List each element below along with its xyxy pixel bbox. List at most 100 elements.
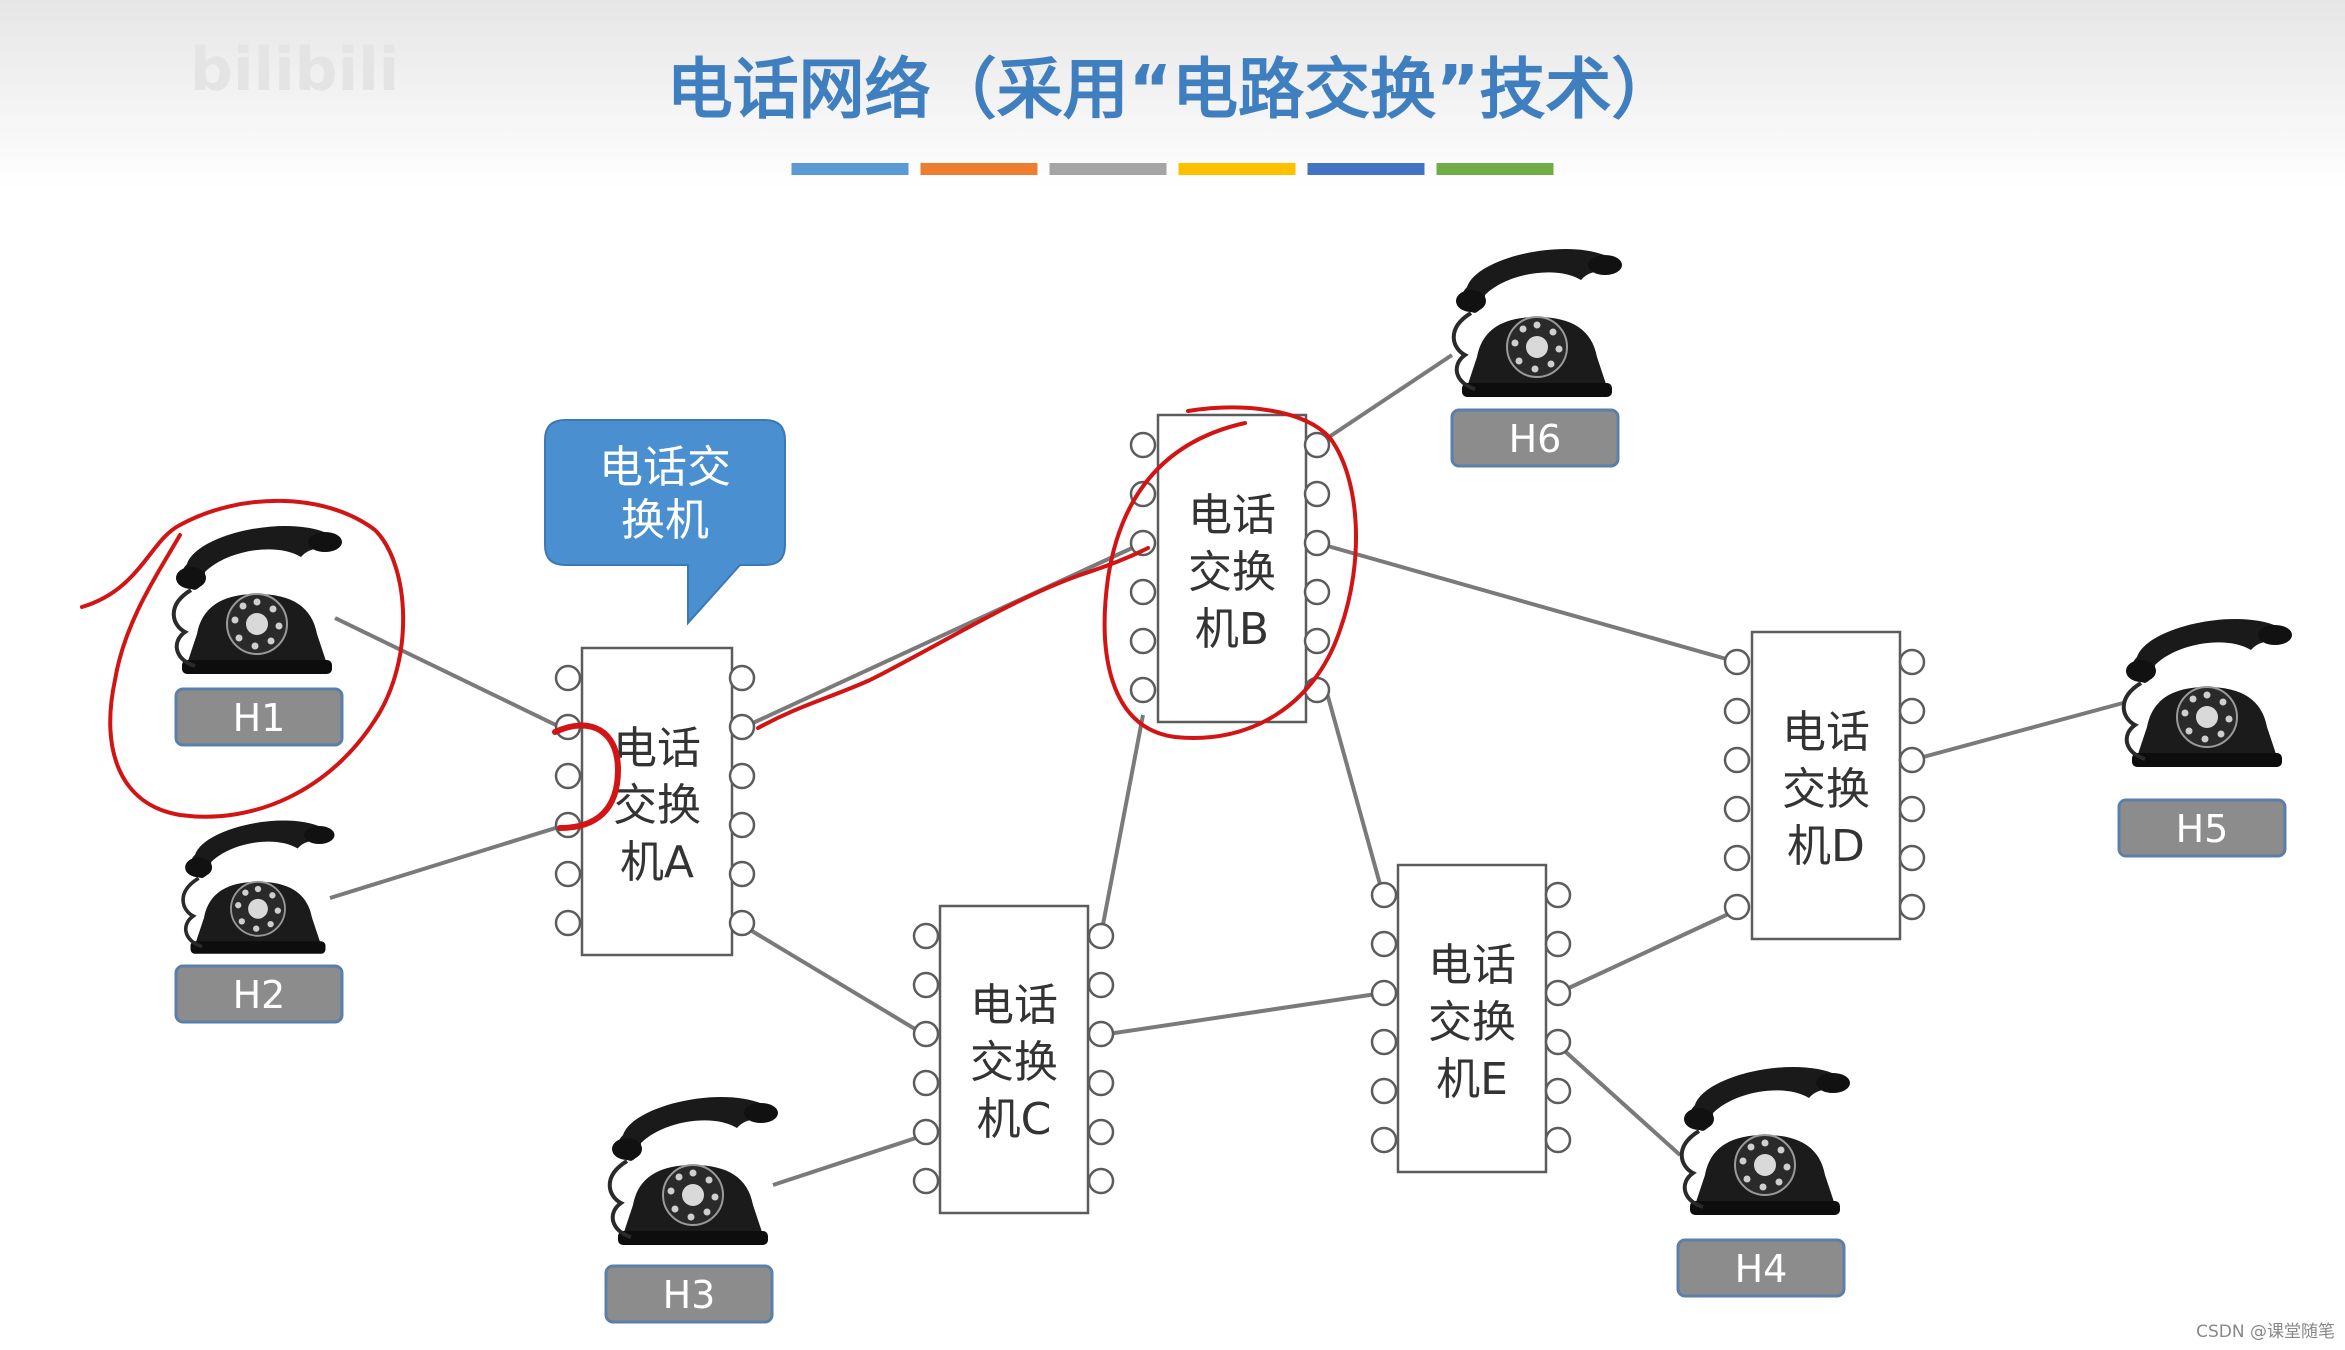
watermark: bilibili — [190, 35, 399, 105]
switch-port — [1303, 578, 1331, 606]
switch-port — [1087, 1020, 1115, 1048]
callout-line-2: 换机 — [621, 495, 709, 546]
link-h3-c — [772, 1133, 926, 1187]
switch-port — [1544, 1077, 1572, 1105]
link-b-h6 — [1315, 353, 1454, 447]
switch-port — [1544, 1126, 1572, 1154]
host-h4: H4 — [1676, 1064, 1852, 1298]
switch-port — [1129, 431, 1157, 459]
title-bar-segment — [791, 163, 909, 175]
callout-switch-definition: 电话交 换机 — [544, 419, 786, 626]
link-b-e — [1325, 692, 1385, 896]
switch-port — [1087, 971, 1115, 999]
telephone-icon — [1679, 1064, 1852, 1217]
host-h1-label-box — [174, 687, 344, 747]
switch-port — [1303, 529, 1331, 557]
switch-port — [554, 762, 582, 790]
switch-port — [1723, 844, 1751, 872]
switch-port — [1898, 648, 1926, 676]
switch-port — [1723, 893, 1751, 921]
title-bar-segment — [1049, 163, 1167, 175]
switch-e-label-3: 机E — [1436, 1054, 1508, 1105]
switch-port — [1303, 480, 1331, 508]
switch-port — [1129, 676, 1157, 704]
switch-d-label-3: 机D — [1787, 821, 1865, 872]
host-h6: H6 — [1450, 246, 1624, 468]
title-bar-segment — [1307, 163, 1425, 175]
switch-port — [1129, 627, 1157, 655]
switch-b-box — [1156, 413, 1308, 724]
host-h2: H2 — [174, 818, 344, 1024]
link-b-d — [1316, 541, 1738, 664]
host-h5-label: H5 — [2176, 807, 2229, 851]
host-h5: H5 — [2117, 616, 2294, 858]
switch-port — [1303, 431, 1331, 459]
switch-port — [912, 1167, 940, 1195]
switch-a-label-2: 交换 — [613, 780, 701, 831]
host-h2-label-box — [174, 964, 344, 1024]
switch-port — [728, 909, 756, 937]
switch-port — [1544, 881, 1572, 909]
switch-port — [1723, 746, 1751, 774]
host-h3: H3 — [604, 1094, 780, 1324]
switch-a-label-3: 机A — [620, 837, 694, 888]
switch-e-label-2: 交换 — [1428, 997, 1516, 1048]
switch-port — [728, 762, 756, 790]
switch-port — [1087, 1069, 1115, 1097]
title-underline-bar — [791, 163, 1554, 175]
telephone-icon — [607, 1094, 780, 1247]
switch-e: 电话 交换 机E — [1370, 863, 1572, 1174]
host-h2-label: H2 — [233, 973, 286, 1017]
switch-port — [1087, 922, 1115, 950]
link-a-b — [741, 541, 1144, 730]
switch-port — [1370, 930, 1398, 958]
switch-c-label-1: 电话 — [970, 980, 1058, 1031]
callout-bubble — [544, 419, 786, 626]
switch-port — [728, 811, 756, 839]
switch-port — [1898, 844, 1926, 872]
switch-a-box — [580, 646, 734, 957]
switch-port — [1898, 697, 1926, 725]
switch-e-box — [1396, 863, 1548, 1174]
title-bar-segment — [1436, 163, 1554, 175]
link-d-h5 — [1911, 701, 2124, 762]
switch-port — [1129, 578, 1157, 606]
switch-port — [912, 1118, 940, 1146]
link-h1-a — [334, 616, 563, 730]
link-layer — [329, 353, 2124, 1187]
header-background — [0, 0, 2345, 190]
link-a-c — [740, 923, 927, 1037]
page-title: 电话网络（采用“电路交换”技术） — [667, 51, 1678, 128]
switch-port — [912, 1069, 940, 1097]
host-h1-label: H1 — [233, 696, 286, 740]
telephone-icon — [2121, 616, 2294, 769]
switch-port — [554, 860, 582, 888]
switch-port — [1129, 480, 1157, 508]
switch-port — [1370, 1028, 1398, 1056]
switch-c-label-2: 交换 — [970, 1037, 1058, 1088]
telephone-icon — [171, 523, 344, 676]
host-h3-label: H3 — [663, 1273, 716, 1317]
host-h3-label-box — [604, 1264, 774, 1324]
telephone-icon — [181, 818, 337, 956]
switch-port — [1087, 1118, 1115, 1146]
red-circle-h1 — [80, 498, 406, 819]
host-h6-label-box — [1450, 408, 1620, 468]
switch-port — [1303, 676, 1331, 704]
switch-b-label-1: 电话 — [1188, 490, 1276, 541]
switch-port — [1898, 746, 1926, 774]
red-annotations — [80, 405, 1358, 831]
host-h5-label-box — [2117, 798, 2287, 858]
switch-port — [1723, 795, 1751, 823]
link-e-d — [1557, 908, 1738, 995]
red-arc-switch-a — [552, 722, 621, 831]
title-bar-segment — [920, 163, 1038, 175]
switch-c-box — [938, 904, 1090, 1215]
switch-a-label-1: 电话 — [613, 723, 701, 774]
switch-port — [728, 860, 756, 888]
switch-b-label-3: 机B — [1195, 604, 1269, 655]
switch-port — [1370, 979, 1398, 1007]
switch-port — [1544, 930, 1572, 958]
switch-d-box — [1750, 630, 1902, 941]
